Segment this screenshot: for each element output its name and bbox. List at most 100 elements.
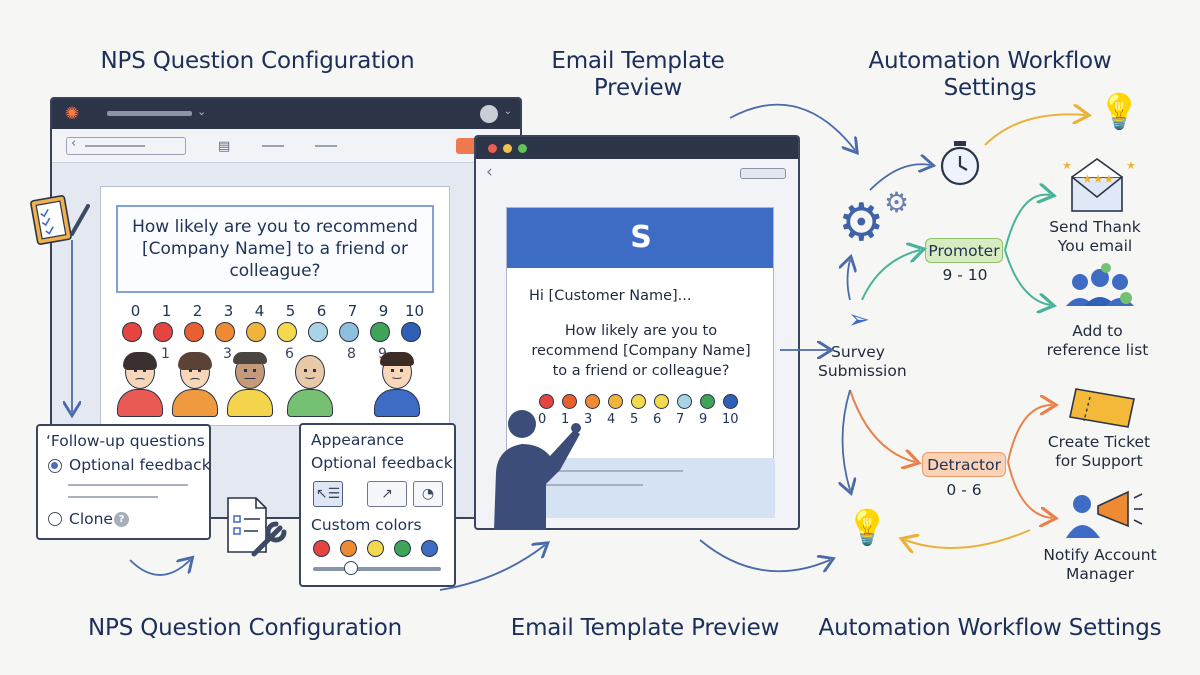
nps-score-dot[interactable]	[401, 322, 421, 342]
happy-face-avatar	[285, 355, 335, 417]
envelope-stars-icon: ★★★ ★ ★	[1062, 155, 1140, 215]
email-score-dot[interactable]	[608, 394, 623, 409]
option-clone-label: Clone	[69, 510, 113, 528]
sad-face-avatar	[115, 352, 165, 417]
appearance-subtitle: Optional feedback	[311, 454, 453, 472]
email-question: How likely are you to recommend [Company…	[531, 323, 751, 379]
color-theme-button[interactable]: ◔	[413, 481, 443, 507]
svg-text:★: ★	[1062, 159, 1072, 172]
follow-up-questions-card: ‘Follow-up questions Optional feedback C…	[36, 424, 211, 540]
unhappy-face-avatar	[170, 352, 220, 417]
tab-placeholder[interactable]	[315, 145, 337, 147]
nps-score-dot[interactable]	[339, 322, 359, 342]
send-thank-you-action[interactable]: Send Thank You email	[1049, 218, 1141, 255]
nps-window-toolbar: ‹ ▤	[52, 129, 520, 163]
nps-score-dot[interactable]	[370, 322, 390, 342]
chevron-left-icon: ‹	[71, 136, 77, 151]
svg-text:★: ★	[1126, 159, 1136, 172]
appearance-title: Appearance	[311, 431, 405, 449]
help-icon[interactable]: ?	[114, 512, 129, 527]
email-score-dot[interactable]	[654, 394, 669, 409]
follow-up-title: ‘Follow-up questions	[46, 432, 205, 450]
email-score-label: 9	[699, 412, 708, 427]
paper-plane-icon: ➢	[848, 305, 870, 335]
nps-score-dot[interactable]	[277, 322, 297, 342]
curve-style-button[interactable]: ↗	[367, 481, 407, 507]
email-preview-window: ‹ S Hi [Customer Name]... How likely are…	[474, 135, 800, 530]
nps-score-label: 2	[192, 302, 203, 320]
nps-score-dot[interactable]	[184, 322, 204, 342]
email-preview-card: S Hi [Customer Name]... How likely are y…	[506, 207, 775, 518]
tab-placeholder[interactable]	[262, 145, 284, 147]
nps-score-label: 4	[254, 302, 265, 320]
maximize-window-icon[interactable]	[518, 144, 527, 153]
color-swatch[interactable]	[394, 540, 411, 557]
back-button[interactable]: ‹	[66, 136, 186, 155]
nps-score-dot[interactable]	[308, 322, 328, 342]
email-score-dot[interactable]	[631, 394, 646, 409]
avatar[interactable]	[480, 105, 498, 123]
custom-colors-label: Custom colors	[311, 516, 422, 534]
add-reference-action[interactable]: Add to reference list	[1046, 322, 1149, 359]
color-swatch[interactable]	[340, 540, 357, 557]
section-title-email-top: Email Template Preview	[551, 48, 725, 101]
slider-handle[interactable]	[344, 561, 359, 575]
ticket-icon	[1062, 385, 1142, 429]
email-score-dot[interactable]	[562, 394, 577, 409]
chevron-down-icon[interactable]: ⌄	[197, 105, 207, 118]
email-score-dot[interactable]	[677, 394, 692, 409]
promoter-branch[interactable]: Promoter	[925, 238, 1003, 263]
nps-window-titlebar: ✺ ⌄ ⌄	[52, 99, 520, 129]
chevron-left-icon[interactable]: ‹	[486, 162, 493, 182]
nps-score-label: 10	[404, 302, 425, 320]
section-title-nps-bottom: NPS Question Configuration	[88, 615, 402, 641]
lightbulb-icon: 💡	[1098, 92, 1141, 132]
section-title-email-bottom: Email Template Preview	[510, 615, 780, 641]
nps-score-label: 0	[130, 302, 141, 320]
email-score-label: 10	[722, 412, 739, 427]
color-swatch[interactable]	[313, 540, 330, 557]
email-score-label: 3	[584, 412, 593, 427]
nps-score-dot[interactable]	[153, 322, 173, 342]
appearance-card: Appearance Optional feedback ↖☰ ↗ ◔ Cust…	[299, 423, 456, 587]
detractor-branch[interactable]: Detractor	[922, 452, 1006, 477]
clock-icon	[937, 137, 983, 189]
nps-score-dot[interactable]	[215, 322, 235, 342]
email-score-dot[interactable]	[539, 394, 554, 409]
nps-score-dot[interactable]	[246, 322, 266, 342]
nav-action-button[interactable]	[740, 168, 786, 179]
color-swatch[interactable]	[367, 540, 384, 557]
nps-score-label: 5	[285, 302, 296, 320]
nps-score-label: 9	[378, 302, 389, 320]
color-swatch[interactable]	[421, 540, 438, 557]
close-window-icon[interactable]	[488, 144, 497, 153]
email-score-label: 0	[538, 412, 547, 427]
nps-score-dot[interactable]	[122, 322, 142, 342]
neutral-face-avatar	[225, 352, 275, 417]
color-slider[interactable]	[313, 561, 441, 575]
gear-icon: ⚙	[884, 186, 910, 219]
email-score-dot[interactable]	[585, 394, 600, 409]
section-title-nps-top: NPS Question Configuration	[100, 48, 415, 74]
notify-manager-action[interactable]: Notify Account Manager	[1043, 546, 1157, 583]
presenter-silhouette	[480, 400, 620, 530]
radio-clone[interactable]	[48, 512, 62, 526]
account-selector[interactable]	[107, 111, 192, 116]
email-score-dot[interactable]	[700, 394, 715, 409]
section-title-workflow-top: Automation Workflow Settings	[868, 48, 1112, 101]
chevron-down-icon[interactable]: ⌄	[503, 106, 512, 117]
document-tab-icon[interactable]: ▤	[218, 139, 231, 154]
email-score-label: 7	[676, 412, 685, 427]
hubspot-logo-icon[interactable]: ✺	[64, 104, 80, 124]
email-scale-dots	[539, 394, 746, 413]
email-score-dot[interactable]	[723, 394, 738, 409]
survey-submission-trigger: Survey Submission	[818, 343, 907, 380]
create-ticket-action[interactable]: Create Ticket for Support	[1047, 433, 1151, 470]
cursor-style-button[interactable]: ↖☰	[313, 481, 343, 507]
very-happy-face-avatar	[372, 352, 422, 417]
nps-score-sub-label: 1	[161, 346, 170, 362]
nps-score-label: 3	[223, 302, 234, 320]
radio-optional-feedback[interactable]	[48, 459, 62, 473]
minimize-window-icon[interactable]	[503, 144, 512, 153]
